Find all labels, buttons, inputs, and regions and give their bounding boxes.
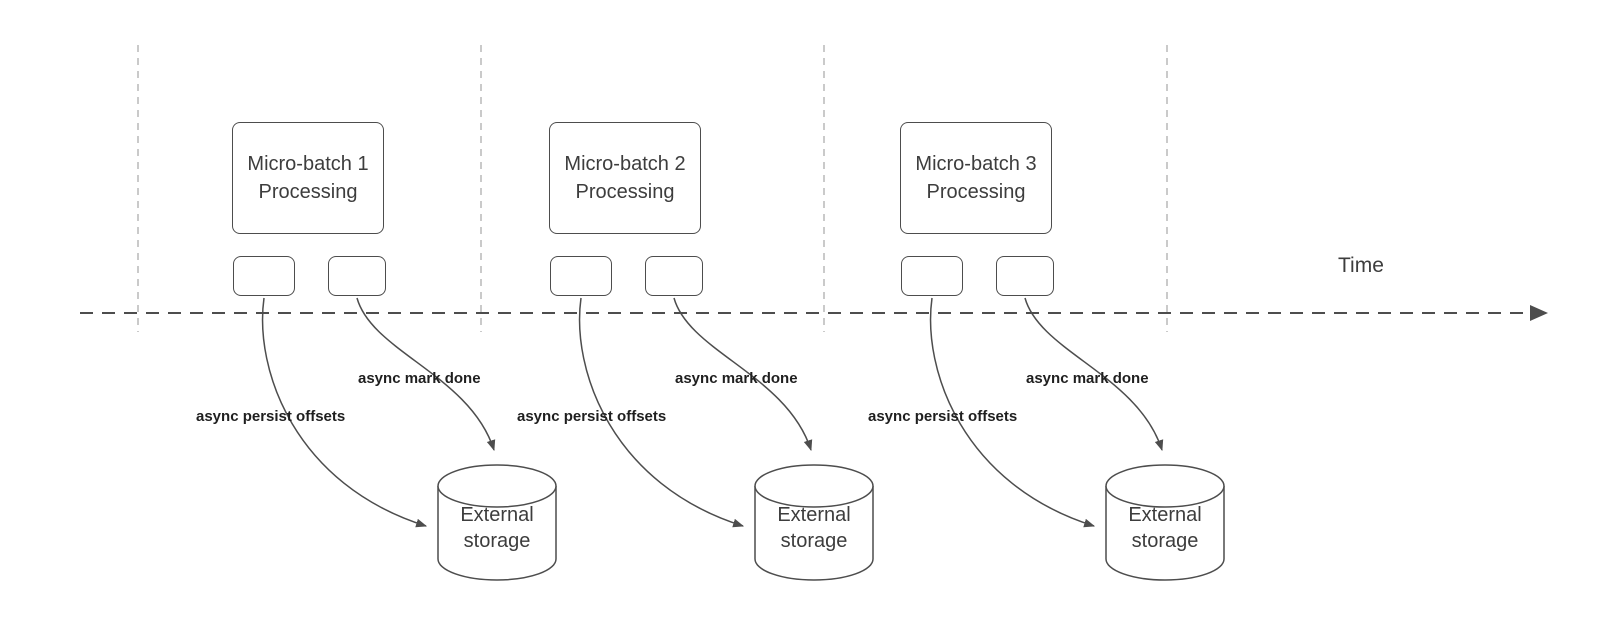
persist-offsets-arrow [929, 297, 1096, 528]
mark-done-label-3: async mark done [1026, 370, 1149, 387]
external-storage-cylinder-top [754, 464, 874, 508]
persist-offsets-arrow [261, 297, 428, 528]
micro-batch-box-2: Micro-batch 2 Processing [549, 122, 701, 234]
micro-batch-box-3: Micro-batch 3 Processing [900, 122, 1052, 234]
mark-done-arrow [1024, 297, 1164, 452]
batch-group-graphics-1 [261, 297, 557, 581]
persist-offsets-label-1: async persist offsets [196, 408, 346, 425]
mark-done-arrow [673, 297, 813, 452]
mark-done-task-box-2 [645, 256, 703, 296]
external-storage-cylinder-top [437, 464, 557, 508]
time-axis-label: Time [1338, 254, 1384, 277]
external-storage-cylinder-body [437, 486, 557, 581]
mark-done-task-box-3 [996, 256, 1054, 296]
batch-group-graphics-2 [578, 297, 874, 581]
persist-offsets-arrow [578, 297, 745, 528]
persist-task-box-2 [550, 256, 612, 296]
external-storage-label-3: External storage [1128, 504, 1202, 552]
external-storage-label-1: External storage [460, 504, 534, 552]
persist-offsets-label-2: async persist offsets [517, 408, 667, 425]
external-storage-cylinder-top [1105, 464, 1225, 508]
persist-task-box-1 [233, 256, 295, 296]
timeline-arrow-icon [1530, 305, 1548, 321]
batch-group-graphics-3 [929, 297, 1225, 581]
external-storage-label-2: External storage [777, 504, 851, 552]
mark-done-arrow [356, 297, 496, 452]
micro-batch-box-1: Micro-batch 1 Processing [232, 122, 384, 234]
mark-done-task-box-1 [328, 256, 386, 296]
persist-offsets-label-3: async persist offsets [868, 408, 1018, 425]
persist-task-box-3 [901, 256, 963, 296]
mark-done-label-1: async mark done [358, 370, 481, 387]
external-storage-cylinder-body [754, 486, 874, 581]
external-storage-cylinder-body [1105, 486, 1225, 581]
mark-done-label-2: async mark done [675, 370, 798, 387]
